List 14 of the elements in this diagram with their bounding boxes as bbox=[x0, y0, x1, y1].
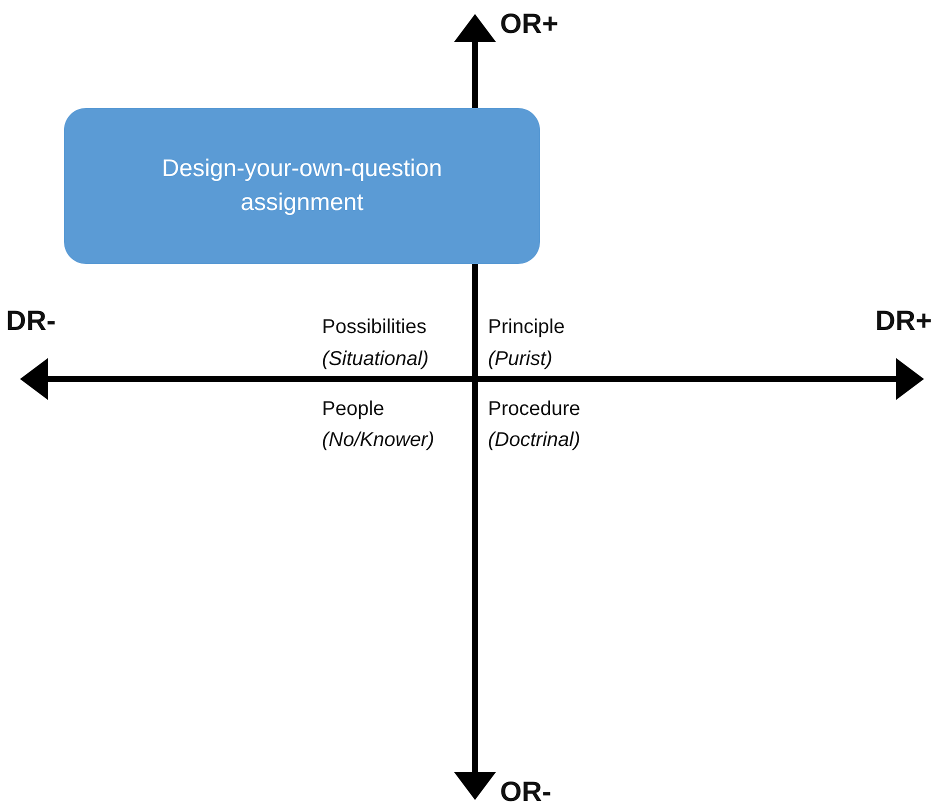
quadrant-subtitle: (No/Knower) bbox=[322, 429, 434, 452]
axis-label: OR+ bbox=[500, 8, 558, 40]
box-label: Design-your-own-question assignment bbox=[160, 154, 444, 218]
quadrant-label: Principle bbox=[488, 316, 565, 339]
axis-label: DR+ bbox=[875, 305, 932, 337]
axis-label: OR- bbox=[500, 776, 552, 808]
quadrant-label: Procedure bbox=[488, 398, 580, 421]
axis-label: DR- bbox=[6, 305, 56, 337]
quadrant-subtitle: (Doctrinal) bbox=[488, 429, 580, 452]
quadrant-label: Possibilities bbox=[322, 316, 426, 339]
quadrant-subtitle: (Purist) bbox=[488, 348, 552, 371]
quadrant-label: People bbox=[322, 398, 384, 421]
quadrant-subtitle: (Situational) bbox=[322, 348, 429, 371]
rounded-box bbox=[64, 108, 540, 264]
